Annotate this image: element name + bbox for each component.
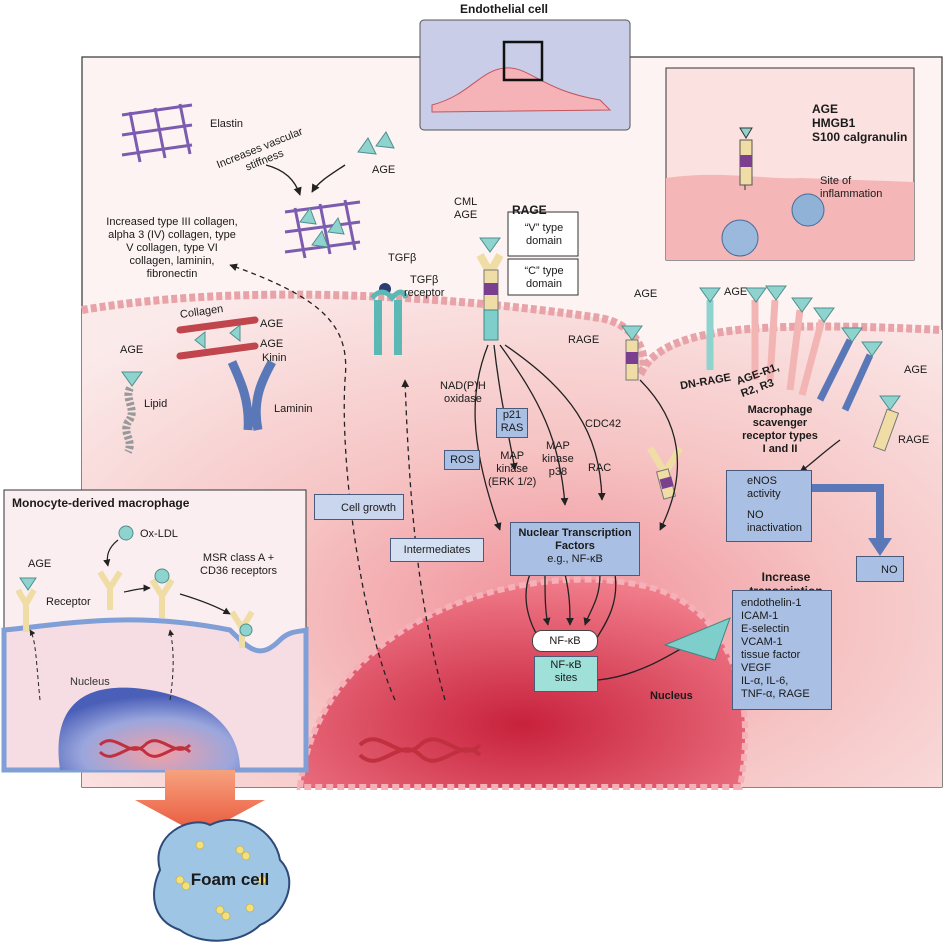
cdc42-label: CDC42	[585, 418, 622, 430]
lipid-age-label: AGE	[120, 344, 144, 356]
p21-ras-box: p21 RAS	[496, 408, 528, 438]
free-age-label: AGE	[372, 164, 396, 176]
collagen-types-label: Increased type III collagen, alpha 3 (IV…	[106, 216, 238, 280]
rage-title-label: RAGE	[512, 203, 547, 217]
intermediates-box: Intermediates	[390, 538, 484, 562]
nfkb-sites-box: NF-κB sites	[534, 656, 598, 692]
foam-cell-label: Foam cell	[190, 870, 270, 889]
macrophage-scavenger-label: Macrophage scavenger receptor types I an…	[742, 404, 818, 455]
no-inactivation-label: NO inactivation	[747, 509, 803, 534]
ntf-example: e.g., NF-κB	[547, 553, 603, 565]
elastin-mesh	[121, 103, 361, 259]
elastin-label: Elastin	[210, 118, 244, 130]
collagen-age-label-1: AGE	[260, 318, 284, 330]
no-box: NO	[856, 556, 904, 582]
laminin-label: Laminin	[274, 403, 313, 415]
ntf-title: Nuclear Transcription Factors	[518, 527, 632, 552]
c-domain-label: “C” type domain	[524, 265, 564, 290]
macrophage-nucleus-label: Nucleus	[70, 676, 110, 688]
enos-box: eNOS activity NO inactivation	[726, 470, 812, 542]
v-domain-label: “V” type domain	[524, 222, 564, 247]
inset-ligands-label: AGE HMGB1 S100 calgranulin	[812, 102, 908, 144]
cell-growth-box: Cell growth	[314, 494, 404, 520]
kinin-label: Kinin	[262, 352, 287, 364]
map-kinase-p38-label: MAP kinase p38	[542, 440, 574, 478]
page-title: Endothelial cell	[460, 2, 549, 16]
tgf-beta-label: TGFβ	[388, 252, 417, 264]
lipid-label: Lipid	[144, 398, 168, 410]
nfkb-oval: NF-κB	[532, 630, 598, 652]
macrophage-title: Monocyte-derived macrophage	[12, 496, 190, 510]
foam-cell-shape	[153, 819, 291, 942]
cml-age-label: CML AGE	[454, 196, 478, 221]
scavenger-age-label: AGE	[724, 286, 748, 298]
enos-activity-label: eNOS activity	[747, 475, 781, 500]
site-of-inflammation-label: Site of inflammation	[820, 175, 883, 200]
collagen-age-label-2: AGE	[260, 338, 284, 350]
gene-list-box: endothelin-1 ICAM-1 E-selectin VCAM-1 ti…	[732, 590, 832, 710]
map-kinase-erk-label: MAP kinase (ERK 1/2)	[488, 450, 537, 488]
nadph-oxidase-label: NAD(P)H oxidase	[440, 380, 486, 405]
pit-age-label: AGE	[634, 288, 658, 300]
receptor-label: Receptor	[46, 596, 91, 608]
rac-label: RAC	[588, 462, 612, 474]
right-rage-label: RAGE	[898, 434, 930, 446]
tgf-beta-receptor-label: TGFβ receptor	[404, 274, 445, 299]
pit-rage-label: RAGE	[568, 334, 600, 346]
ox-ldl-label: Ox-LDL	[140, 528, 178, 540]
ntf-box: Nuclear Transcription Factors e.g., NF-κ…	[510, 522, 640, 576]
msr-cd36-label: MSR class A + CD36 receptors	[200, 552, 278, 577]
right-age-label: AGE	[904, 364, 928, 376]
nucleus-label: Nucleus	[650, 690, 693, 702]
ros-box: ROS	[444, 450, 480, 470]
macrophage-age-label: AGE	[28, 558, 52, 570]
